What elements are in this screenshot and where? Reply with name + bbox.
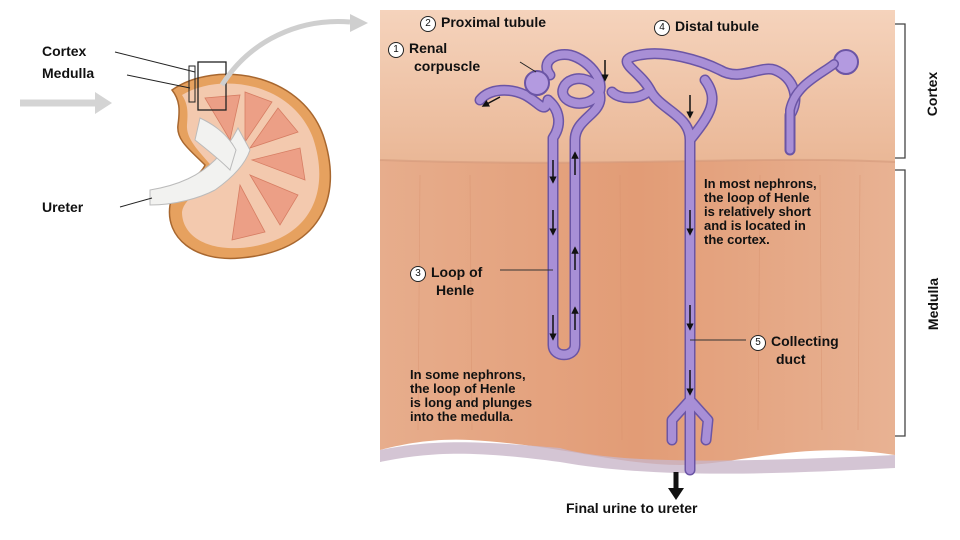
region-label-cortex: Cortex [924, 71, 940, 117]
label-number-2: 2 [420, 16, 436, 32]
label-number-4: 4 [654, 20, 670, 36]
label-medulla: Medulla [42, 65, 95, 81]
region-label-medulla: Medulla [925, 277, 941, 331]
note-long-loop: In some nephrons, the loop of Henle is l… [410, 367, 533, 424]
kidney-illustration [149, 61, 332, 260]
label-cortex: Cortex [42, 43, 87, 59]
label-number-5: 5 [750, 335, 766, 351]
nephron-tubules [474, 48, 859, 476]
label-number-3: 3 [410, 266, 426, 282]
kidney-zoom-box [197, 61, 227, 111]
tissue-block [379, 10, 896, 474]
label-final-urine: Final urine to ureter [566, 500, 698, 516]
label-number-1: 1 [388, 42, 404, 58]
label-ureter: Ureter [42, 199, 84, 215]
note-short-loop: In most nephrons, the loop of Henle is r… [704, 176, 817, 247]
